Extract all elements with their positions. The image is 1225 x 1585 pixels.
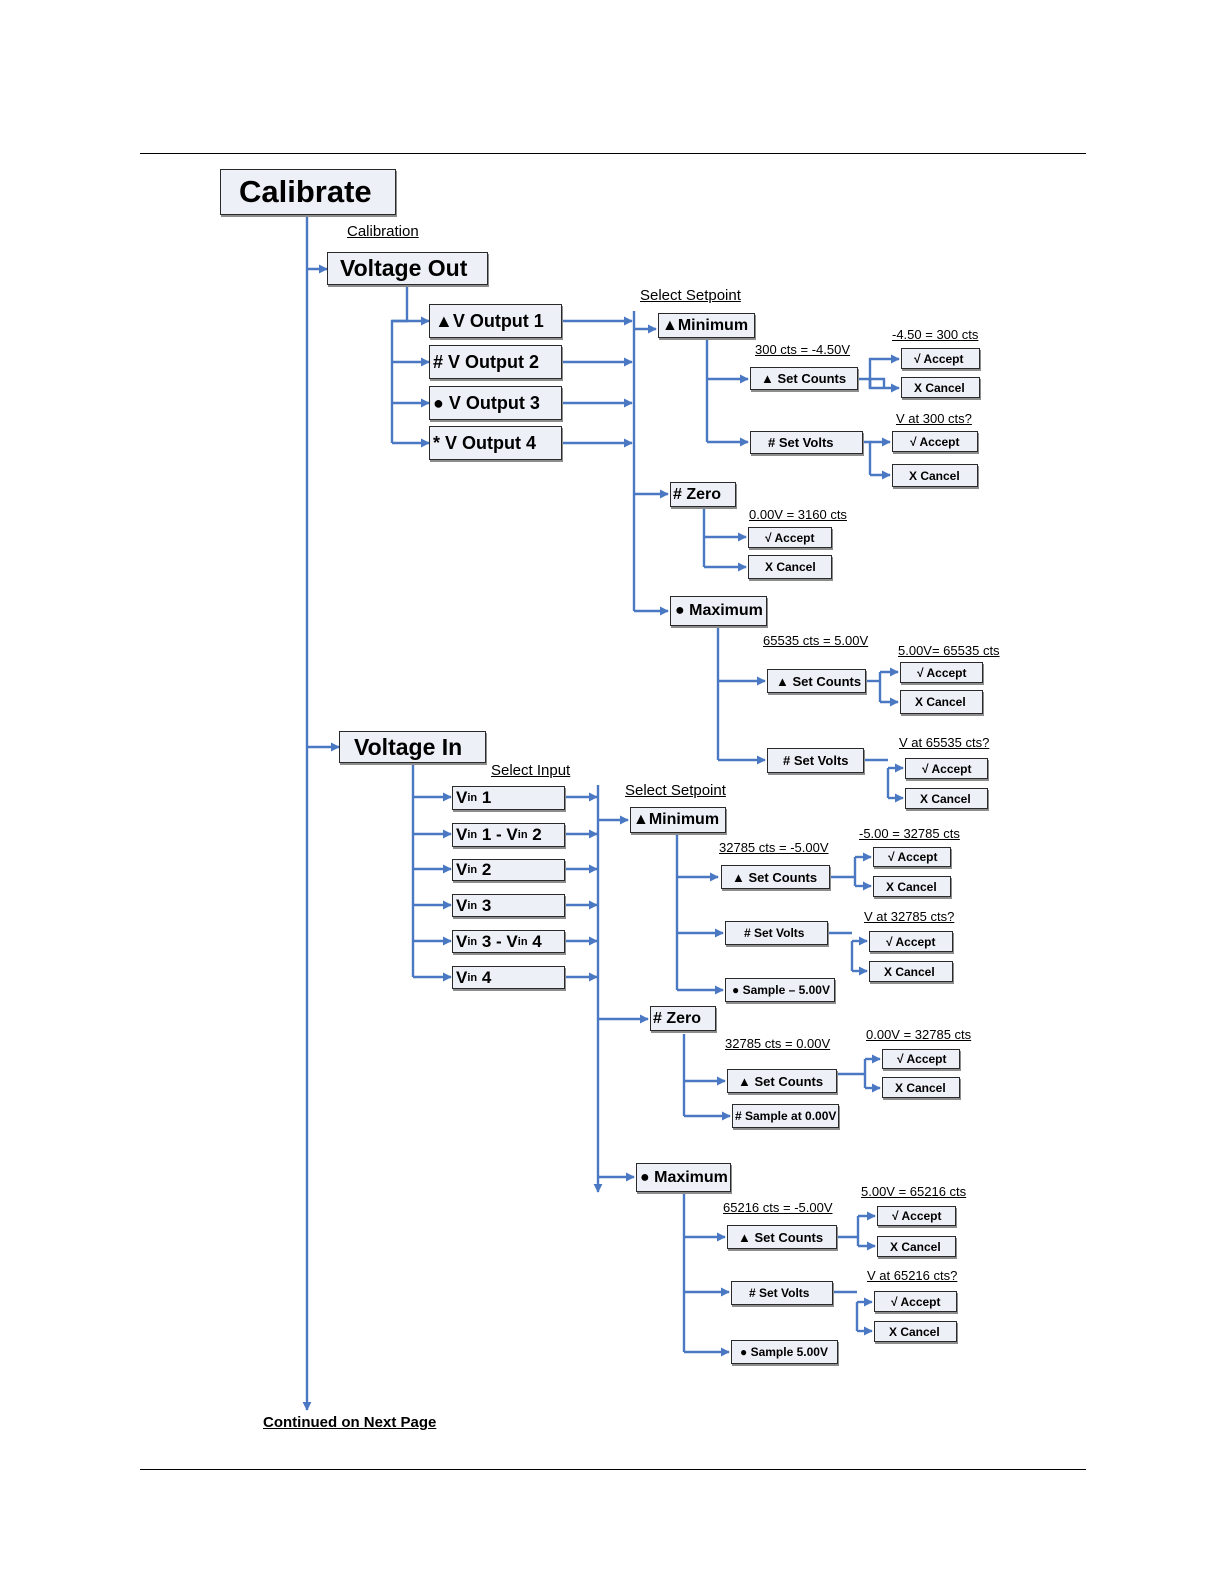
in-min-set-counts-box: ▲ Set Counts [721, 865, 830, 889]
in-max-sv-cancel-box: X Cancel [874, 1321, 957, 1342]
v-output-2-box: # V Output 2 [429, 345, 562, 379]
out-max-sv-accept-box: √ Accept [905, 758, 988, 779]
out-min-sv-cancel-box: X Cancel [892, 464, 978, 487]
calibration-label: Calibration [347, 223, 419, 240]
in-zero-sc-cancel-box: X Cancel [882, 1077, 960, 1098]
out-max-sc-cancel-box: X Cancel [900, 690, 983, 714]
out-max-sc-accept-box: √ Accept [900, 662, 983, 683]
in-max-sc-result-label: 5.00V = 65216 cts [861, 1184, 967, 1199]
out-min-sv-question-label: V at 300 cts? [896, 411, 972, 426]
out-minimum-box: ▲Minimum [658, 313, 755, 338]
out-min-sv-accept-box: √ Accept [892, 431, 978, 452]
out-max-sv-cancel-box: X Cancel [905, 788, 988, 809]
out-min-sc-accept-box: √ Accept [901, 348, 980, 369]
in-max-sv-question-label: V at 65216 cts? [867, 1268, 958, 1283]
out-max-sv-question-label: V at 65535 cts? [899, 735, 990, 750]
voltage-in-box: Voltage In [339, 731, 486, 763]
out-max-sc-result-label: 5.00V= 65535 cts [898, 643, 1000, 658]
in-max-sample-box: ● Sample 5.00V [731, 1340, 838, 1364]
in-max-sc-accept-box: √ Accept [877, 1206, 956, 1226]
in-min-sv-question-label: V at 32785 cts? [864, 909, 955, 924]
out-min-sc-cancel-box: X Cancel [901, 377, 980, 398]
out-zero-cancel-box: X Cancel [748, 555, 832, 579]
in-zero-sc-result-label: 0.00V = 32785 cts [866, 1027, 972, 1042]
in-min-sc-cancel-box: X Cancel [873, 876, 951, 897]
out-max-set-volts-box: # Set Volts [767, 748, 864, 773]
select-input-label: Select Input [491, 762, 571, 779]
out-min-set-counts-box: ▲ Set Counts [750, 367, 858, 390]
in-zero-set-counts-box: ▲ Set Counts [727, 1069, 837, 1093]
out-max-counts-label: 65535 cts = 5.00V [763, 633, 869, 648]
out-min-sc-result-label: -4.50 = 300 cts [892, 327, 979, 342]
in-zero-counts-label: 32785 cts = 0.00V [725, 1036, 831, 1051]
out-max-set-counts-box: ▲ Set Counts [767, 669, 866, 693]
in-zero-box: # Zero [650, 1006, 716, 1031]
v-output-3-box: ● V Output 3 [429, 386, 562, 420]
in-zero-sc-accept-box: √ Accept [882, 1049, 960, 1069]
in-min-sv-accept-box: √ Accept [869, 931, 953, 952]
in-max-set-volts-box: # Set Volts [731, 1281, 833, 1305]
in-zero-sample-box: # Sample at 0.00V [732, 1104, 839, 1128]
out-zero-box: # Zero [670, 482, 736, 507]
v-output-1-box: ▲V Output 1 [429, 304, 562, 338]
out-zero-value-label: 0.00V = 3160 cts [749, 507, 847, 522]
out-zero-accept-box: √ Accept [748, 527, 832, 548]
calibrate-box: Calibrate [220, 169, 396, 215]
select-setpoint-out-label: Select Setpoint [640, 287, 741, 304]
in-minimum-box: ▲Minimum [630, 807, 726, 833]
in-min-sv-cancel-box: X Cancel [869, 961, 953, 982]
out-min-counts-label: 300 cts = -4.50V [755, 342, 851, 357]
select-setpoint-in-label: Select Setpoint [625, 782, 726, 799]
top-rule [140, 153, 1086, 154]
in-min-counts-label: 32785 cts = -5.00V [719, 840, 829, 855]
in-min-set-volts-box: # Set Volts [725, 921, 828, 945]
in-max-sc-cancel-box: X Cancel [877, 1236, 956, 1257]
in-max-set-counts-box: ▲ Set Counts [727, 1225, 837, 1249]
continued-on-next-page-label: Continued on Next Page [263, 1414, 437, 1431]
in-maximum-box: ● Maximum [636, 1163, 731, 1192]
out-maximum-box: ● Maximum [670, 596, 767, 626]
bottom-rule [140, 1469, 1086, 1470]
voltage-out-box: Voltage Out [327, 252, 488, 285]
in-max-sv-accept-box: √ Accept [874, 1291, 957, 1312]
in-min-sc-accept-box: √ Accept [873, 847, 951, 867]
out-min-set-volts-box: # Set Volts [750, 431, 863, 454]
in-min-sample-box: ● Sample – 5.00V [725, 978, 835, 1002]
in-max-counts-label: 65216 cts = -5.00V [723, 1200, 833, 1215]
in-min-sc-result-label: -5.00 = 32785 cts [859, 826, 960, 841]
v-output-4-box: * V Output 4 [429, 426, 562, 460]
